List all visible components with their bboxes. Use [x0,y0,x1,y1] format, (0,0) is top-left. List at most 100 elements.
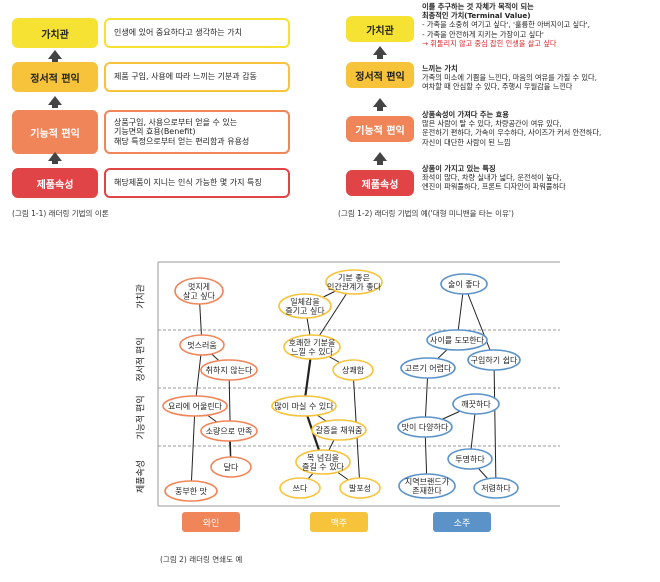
fig3-node-label: 쓰다 [293,484,308,493]
fig3-node-label: 목 넘김을 [307,453,339,463]
fig3-node-ellipse [400,357,456,379]
fig1-level-label: 기능적 편익 [12,110,98,154]
fig2-level-label: 가치관 [346,16,414,42]
fig3-node-label: 투명하다 [455,454,485,464]
fig3-link [463,283,495,361]
fig3-node: 많이 마실 수 있다 [271,395,337,417]
fig1-level-label: 제품속성 [12,168,98,198]
fig3-node: 맛이 다양하다 [397,416,453,438]
fig3-node-ellipse [473,477,519,499]
fig3-category-label: 소주 [433,512,491,532]
fig3-node-label: 술이 좋다 [448,279,481,289]
fig3-node-ellipse [210,456,252,478]
up-arrow-icon [373,46,387,55]
fig3-node-label: 풍부한 맛 [175,486,208,496]
arrow-stem [377,107,383,111]
fig3-node-ellipse [426,329,488,351]
fig2-level-label: 기능적 편익 [346,116,414,142]
fig3-node-ellipse [278,293,332,319]
fig3-node-ellipse [467,349,521,371]
fig3-node-ellipse [332,359,374,381]
fig3-node-label: 많이 마실 수 있다 [274,401,334,411]
fig3-node-label: 저렴하다 [481,483,511,493]
fig3-node-label: 구입하기 쉽다 [471,355,518,365]
fig3-node: 사이를 도모한다 [426,329,488,351]
fig3-node: 깨끗하다 [452,393,500,415]
fig3-node-ellipse [447,448,493,470]
fig3-link [190,405,196,492]
fig3-node-ellipse [271,395,337,417]
arrow-stem [52,105,58,108]
fig3-node-ellipse [162,395,228,417]
fig3-node: 술이 좋다 [440,273,488,295]
fig3-node-ellipse [200,420,258,442]
up-arrow-icon [373,98,387,107]
fig3-node: 쓰다 [279,477,321,499]
fig1-level-description: 제품 구입, 사용에 따라 느끼는 기분과 감동 [104,62,290,92]
fig3-node: 구입하기 쉽다 [467,349,521,371]
fig3-node-label: 맛이 다양하다 [402,422,449,432]
fig1-level-label: 정서적 편익 [12,62,98,92]
fig3-node-ellipse [174,277,224,305]
fig3-node-label: 일체감을 [290,297,319,307]
fig3-node-ellipse [398,473,456,499]
fig3-node-ellipse [440,273,488,295]
fig1-caption: (그림 1-1) 래더링 기법의 이론 [12,209,109,218]
arrow-stem [377,55,383,59]
fig3-node-label: 멋스러움 [187,340,216,350]
arrow-stem [377,161,383,165]
fig3-node-ellipse [200,359,258,381]
arrow-stem [52,161,58,164]
fig2-caption: (그림 1-2) 래더링 기법의 예('대형 미니밴을 타는 이유') [338,209,514,218]
fig1-level-description: 인생에 있어 중요하다고 생각하는 가치 [104,18,290,48]
fig3-caption: (그림 2) 래더링 연쇄도 예 [160,555,243,564]
fig3-node-label: 지역브랜드가 [405,477,450,487]
fig3-node-label: 발포성 [349,483,371,493]
fig3-node-label: 기분 좋은 [338,274,370,283]
fig2-level-label: 정서적 편익 [346,62,414,88]
up-arrow-icon [48,50,62,59]
fig3-node-label: 느낄 수 있다 [291,347,334,357]
fig3-node-label: 즐기고 싶다 [285,307,325,316]
fig3-node-ellipse [164,480,218,502]
fig3-node-label: 존재한다 [412,487,442,496]
fig3-node-ellipse [452,393,500,415]
fig3-node-label: 살고 싶다 [183,292,216,301]
fig3-node-ellipse [179,334,225,356]
fig3-node-ellipse [397,416,453,438]
fig3-node: 풍부한 맛 [164,480,218,502]
fig3-node-label: 호쾌한 기분을 [289,339,336,348]
fig3-level-axis-label: 제품속성 [136,459,147,494]
fig3-node: 투명하다 [447,448,493,470]
fig3-node-ellipse [279,477,321,499]
fig3-node: 고르기 어렵다 [400,357,456,379]
arrow-stem [52,59,58,62]
fig3-node-label: 취하지 않는다 [206,365,253,375]
fig3-node: 저렴하다 [473,477,519,499]
fig3-category-label: 맥주 [310,512,368,532]
fig3-node: 요리에 어울린다 [162,395,228,417]
fig3-node-label: 멋지게 [188,282,210,292]
fig3-node: 달다 [210,456,252,478]
fig3-node-label: 깨끗하다 [461,399,491,409]
fig3-node-ellipse [311,419,367,441]
up-arrow-icon [48,96,62,105]
fig3-node-ellipse [295,449,351,475]
fig3-node-label: 사이를 도모한다 [430,335,485,345]
fig3-node: 갈증을 채워줌 [311,419,367,441]
